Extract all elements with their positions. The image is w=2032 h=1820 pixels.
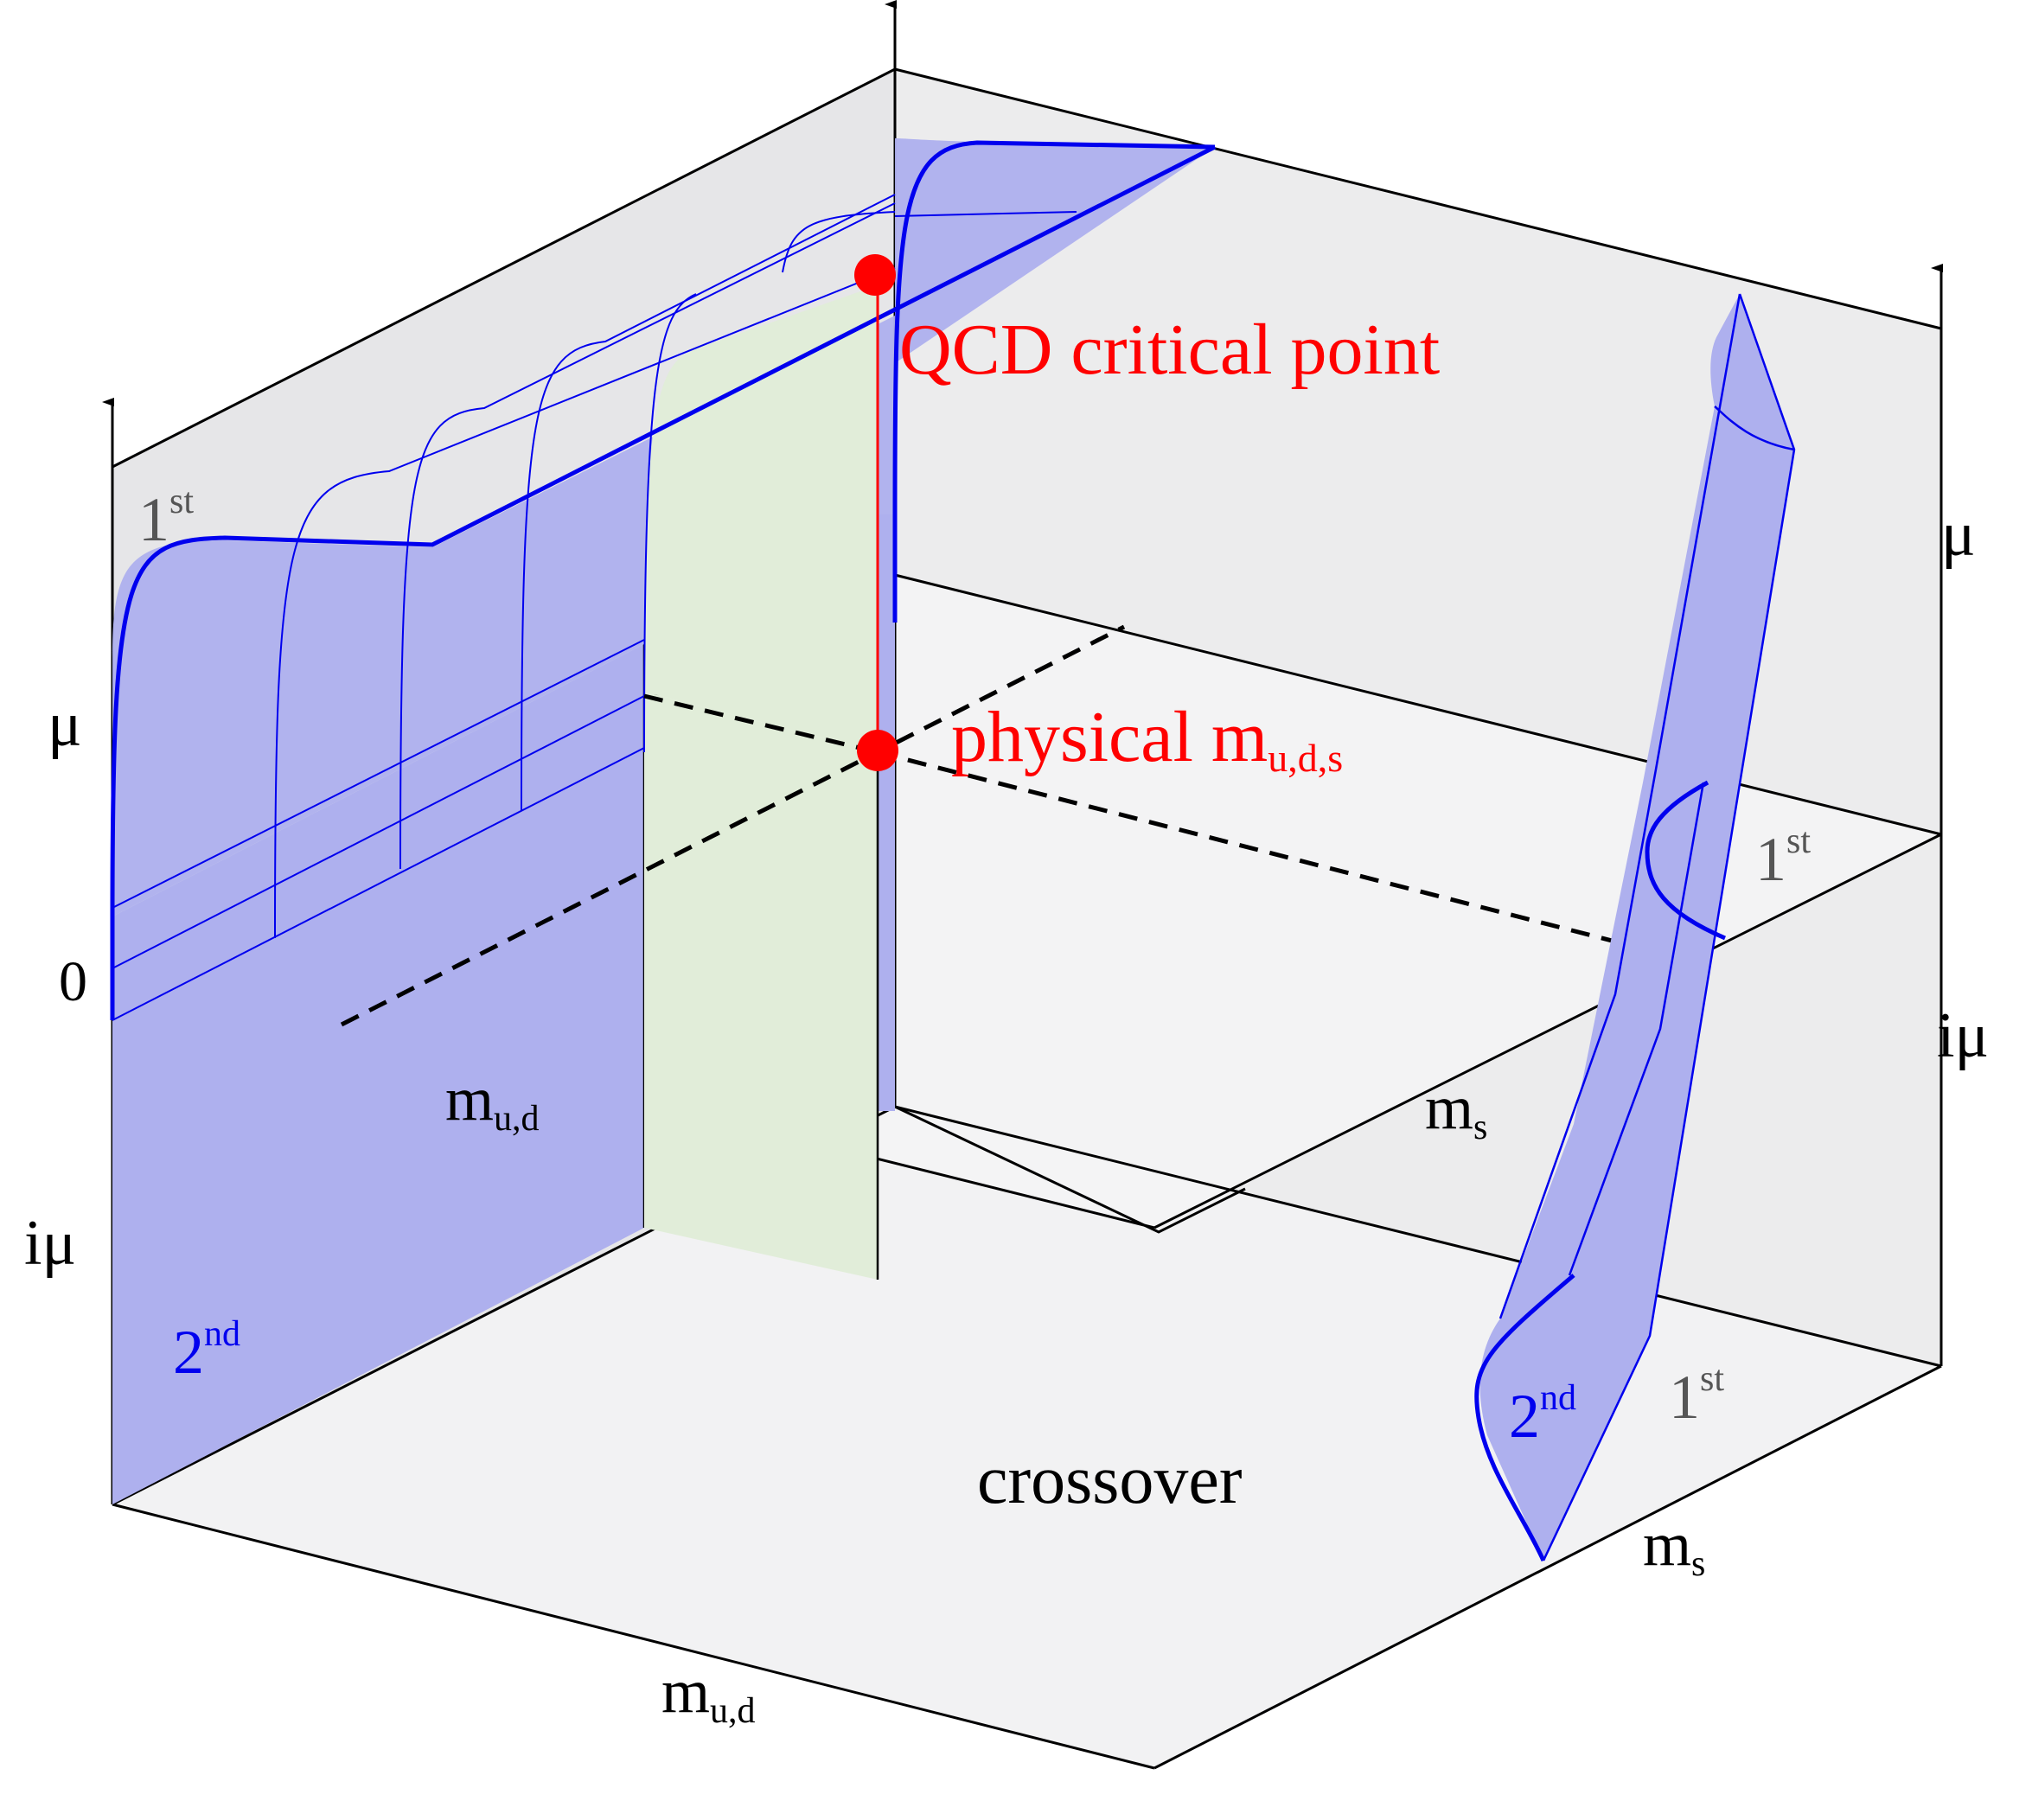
first-order-label-left: 1st bbox=[138, 482, 194, 554]
mu-label-right: μ bbox=[1941, 499, 1976, 570]
green-surface-top bbox=[644, 285, 878, 752]
left-sheet-grid bbox=[112, 194, 1077, 1021]
qcd-critical-point-label: QCD critical point bbox=[899, 310, 1440, 390]
mud-label-mid: mu,d bbox=[445, 1064, 540, 1139]
second-order-surface-left bbox=[112, 644, 644, 1504]
crossover-surface-green bbox=[644, 692, 878, 1280]
right-surface-lines bbox=[1498, 293, 1796, 1561]
physical-point-marker bbox=[857, 730, 898, 771]
mu-label-left: μ bbox=[48, 689, 82, 760]
physical-masses-label: physical mu,d,s bbox=[951, 697, 1343, 780]
imu-label-left: iμ bbox=[24, 1208, 76, 1279]
critical-line-left bbox=[110, 140, 1217, 1020]
zero-label: 0 bbox=[59, 950, 87, 1013]
critical-line-right bbox=[1474, 780, 1726, 1562]
blue-strip-center bbox=[878, 514, 895, 1111]
crossover-label: crossover bbox=[977, 1442, 1243, 1518]
first-order-label-right-upper: 1st bbox=[1755, 821, 1811, 894]
ms-label-mid: ms bbox=[1425, 1073, 1487, 1147]
mud-label-bottom: mu,d bbox=[661, 1657, 756, 1731]
first-order-label-right-lower: 1st bbox=[1669, 1359, 1724, 1432]
physical-mass-dashes bbox=[340, 624, 1687, 1027]
qcd-critical-point-marker bbox=[854, 254, 896, 296]
ms-label-bottom: ms bbox=[1643, 1510, 1705, 1584]
second-order-label-right: 2nd bbox=[1509, 1378, 1576, 1451]
imu-label-right: iμ bbox=[1937, 1000, 1989, 1071]
second-order-surface-right bbox=[1479, 294, 1794, 1561]
second-order-label-left: 2nd bbox=[173, 1314, 240, 1387]
